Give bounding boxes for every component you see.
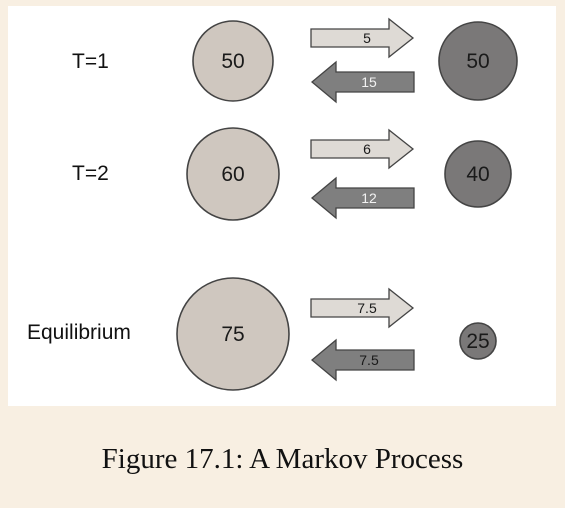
flow-left-label-t1: 15 [361, 74, 377, 90]
state-left-t2 [186, 127, 280, 221]
state-right-t1 [438, 21, 518, 101]
row-t2: 60 6 12 40 [186, 127, 512, 221]
state-left-value-t2: 60 [221, 163, 244, 186]
flow-right-label-equilibrium: 7.5 [357, 300, 377, 316]
row-t1: 50 5 15 50 [192, 17, 518, 104]
state-left-t1 [192, 20, 274, 102]
flow-right-label-t1: 5 [363, 30, 371, 46]
flow-arrow-right-t2 [310, 128, 415, 170]
flow-arrow-right-t1 [310, 17, 415, 59]
flow-arrow-left-t2 [310, 176, 415, 220]
flow-arrow-right-equilibrium [310, 287, 415, 329]
state-right-value-t2: 40 [466, 163, 489, 186]
flow-right-label-t2: 6 [363, 141, 371, 157]
row-label-t1: T=1 [72, 50, 109, 73]
state-left-value-equilibrium: 75 [221, 323, 244, 346]
flow-arrow-left-t1 [310, 60, 415, 104]
state-right-value-t1: 50 [466, 50, 489, 73]
state-right-value-equilibrium: 25 [466, 330, 489, 353]
flow-left-label-equilibrium: 7.5 [359, 352, 379, 368]
state-left-equilibrium [176, 277, 290, 391]
flow-arrow-left-equilibrium [310, 338, 415, 382]
row-label-equilibrium: Equilibrium [27, 321, 131, 344]
figure-caption: Figure 17.1: A Markov Process [101, 443, 464, 475]
row-label-t2: T=2 [72, 162, 109, 185]
state-right-equilibrium [459, 322, 497, 360]
state-left-value-t1: 50 [221, 50, 244, 73]
row-equilibrium: 75 7.5 7.5 25 [176, 277, 497, 391]
flow-left-label-t2: 12 [361, 190, 377, 206]
state-right-t2 [444, 140, 512, 208]
